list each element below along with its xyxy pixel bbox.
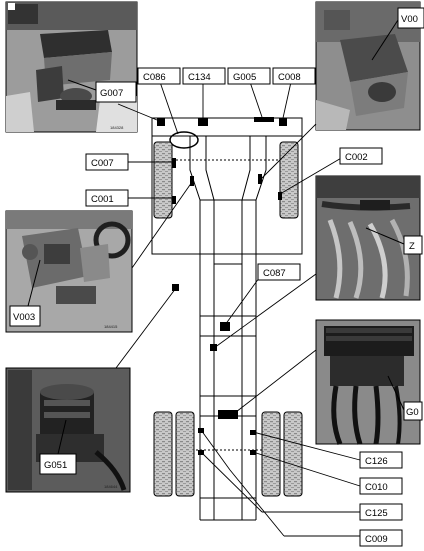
frame-rail-right	[255, 136, 267, 520]
photo-code-1: 184328	[110, 125, 124, 130]
label-box-g005	[227, 67, 271, 85]
label-c087: C087	[263, 268, 286, 279]
photo-v003-valve: V003 184415	[5, 210, 133, 333]
label-box-c008	[272, 67, 316, 85]
label-box-c009	[359, 529, 403, 547]
rear-left-inner-wheel	[175, 411, 195, 497]
photo-label-z: Z	[409, 241, 415, 252]
photo-g007-valve: G007 184328	[5, 1, 138, 133]
photo-code-3: 184415	[104, 324, 118, 329]
label-box-c134	[182, 67, 226, 85]
leader-lines	[115, 81, 361, 537]
photo-z-harness: Z	[315, 175, 423, 301]
photo-g0-module: G0	[315, 319, 423, 445]
photo-g051-filter: G051 184644	[5, 367, 131, 493]
label-box-c086	[137, 67, 181, 85]
front-right-wheel	[279, 141, 299, 219]
photo-label-v003: V003	[13, 312, 35, 323]
frame-rail-left	[189, 136, 201, 520]
label-c134: C134	[188, 72, 211, 83]
photo-label-box-g0	[403, 401, 423, 421]
label-g005: G005	[233, 72, 256, 83]
label-c007: C007	[91, 158, 114, 169]
front-left-wheel	[153, 141, 173, 219]
photo-label-v00: V00	[401, 14, 418, 25]
photo-label-g051: G051	[44, 460, 67, 471]
label-c126: C126	[365, 456, 388, 467]
label-box-c010	[359, 477, 403, 495]
connector-labels: C086 C134 G005 C008 C007 C002 C001 C087 …	[85, 67, 403, 547]
c086-highlight-ellipse	[169, 131, 199, 149]
label-c086: C086	[143, 72, 166, 83]
label-c002: C002	[345, 152, 368, 163]
label-box-c007	[85, 153, 129, 171]
photo-label-g0: G0	[406, 407, 419, 418]
photo-label-box-v00	[397, 7, 424, 29]
rear-left-outer-wheel	[153, 411, 173, 497]
label-c001: C001	[91, 194, 114, 205]
label-c008: C008	[278, 72, 301, 83]
photo-code-4: 184644	[104, 484, 118, 489]
label-c009: C009	[365, 534, 388, 545]
label-box-c087	[257, 263, 301, 281]
rear-right-inner-wheel	[261, 411, 281, 497]
wheels	[153, 141, 303, 497]
rear-right-outer-wheel	[283, 411, 303, 497]
photo-label-box-z	[403, 235, 423, 255]
label-box-c125	[359, 503, 403, 521]
label-box-c002	[339, 147, 383, 165]
label-c125: C125	[365, 508, 388, 519]
photo-label-g007: G007	[100, 88, 123, 99]
photo-label-box-g007	[95, 81, 137, 103]
label-c010: C010	[365, 482, 388, 493]
connector-markers	[157, 117, 287, 455]
label-box-c001	[85, 189, 129, 207]
photo-label-box-v003	[9, 305, 41, 327]
label-box-c126	[359, 451, 403, 469]
photo-v00-valve: V00	[315, 1, 424, 131]
